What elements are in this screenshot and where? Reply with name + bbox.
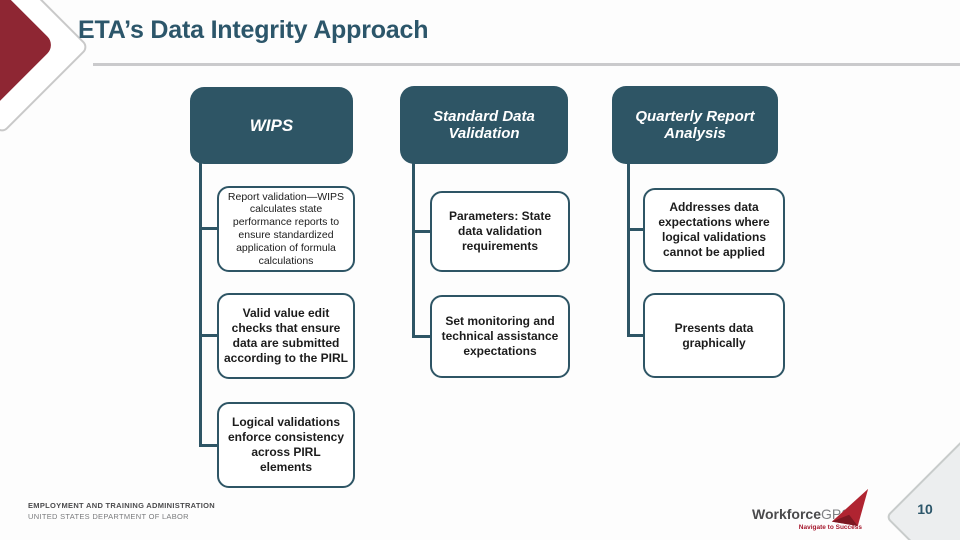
child-box-set-monitoring: Set monitoring and technical assistance … <box>430 295 570 378</box>
header-box-wips: WIPS <box>190 87 353 164</box>
agency-name: EMPLOYMENT AND TRAINING ADMINISTRATION <box>28 501 215 510</box>
connector-line <box>627 228 643 231</box>
connector-line <box>412 335 430 338</box>
header-label: WIPS <box>249 115 294 135</box>
connector-line <box>199 444 217 447</box>
connector-line <box>627 163 630 337</box>
child-box-report-validation: Report validation—WIPS calculates state … <box>217 186 355 272</box>
header-box-quarterly-report-analysis: Quarterly Report Analysis <box>612 86 778 164</box>
connector-line <box>199 163 202 447</box>
header-label: Standard Data Validation <box>433 107 535 142</box>
child-box-logical-validations: Logical validations enforce consistency … <box>217 402 355 488</box>
agency-footer: EMPLOYMENT AND TRAINING ADMINISTRATION U… <box>28 501 215 521</box>
header-label: Quarterly Report Analysis <box>635 107 755 142</box>
connector-line <box>199 227 217 230</box>
workforcegps-arrow-icon <box>831 488 869 526</box>
connector-line <box>627 334 643 337</box>
logo-tagline: Navigate to Success <box>798 524 862 531</box>
connector-line <box>412 230 430 233</box>
title-divider <box>93 63 960 66</box>
child-box-presents-data-graphically: Presents data graphically <box>643 293 785 378</box>
child-box-parameters: Parameters: State data validation requir… <box>430 191 570 272</box>
agency-department: UNITED STATES DEPARTMENT OF LABOR <box>28 512 189 521</box>
page-number: 10 <box>917 501 933 517</box>
child-box-addresses-data-expectations: Addresses data expectations where logica… <box>643 188 785 272</box>
workforce-text: Workforce <box>752 506 821 522</box>
header-box-standard-data-validation: Standard Data Validation <box>400 86 568 164</box>
page-number-diamond-decoration <box>885 415 960 540</box>
page-title: ETA’s Data Integrity Approach <box>78 16 429 44</box>
child-box-valid-value-edit: Valid value edit checks that ensure data… <box>217 293 355 379</box>
connector-line <box>199 334 217 337</box>
connector-line <box>412 163 415 338</box>
